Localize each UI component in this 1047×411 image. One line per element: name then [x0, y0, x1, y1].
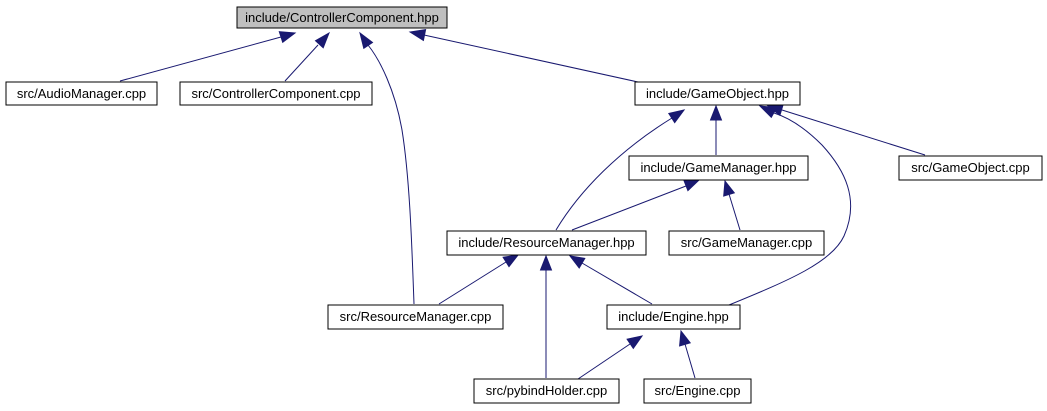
dependency-edges — [119, 28, 926, 380]
edge-gameobject-hpp-to-controller-hpp — [408, 28, 639, 83]
edge-resourcemanager-hpp-to-gameobject-hpp — [555, 109, 686, 231]
node-gameobject-hpp[interactable]: include/GameObject.hpp — [634, 81, 801, 106]
edge-audio-cpp-to-controller-hpp — [119, 31, 297, 82]
node-label: src/Engine.cpp — [655, 383, 741, 398]
node-resourcemanager-cpp[interactable]: src/ResourceManager.cpp — [327, 304, 504, 330]
node-label: include/ResourceManager.hpp — [458, 235, 634, 250]
edge-engine-hpp-to-gameobject-hpp — [728, 105, 852, 306]
node-label: include/ControllerComponent.hpp — [245, 10, 439, 25]
node-label: src/GameManager.cpp — [681, 235, 813, 250]
edge-resourcemanager-cpp-to-resourcemanager-hpp — [438, 254, 520, 305]
edge-controller-cpp-to-controller-hpp — [284, 31, 330, 82]
node-label: include/GameObject.hpp — [646, 86, 789, 101]
node-controller-component-hpp[interactable]: include/ControllerComponent.hpp — [236, 6, 448, 29]
edge-pybind-cpp-to-resourcemanager-hpp — [539, 254, 553, 378]
node-label: src/AudioManager.cpp — [17, 86, 146, 101]
node-gamemanager-cpp[interactable]: src/GameManager.cpp — [668, 230, 825, 256]
dependency-nodes: include/ControllerComponent.hpp src/Audi… — [5, 6, 1043, 404]
node-label: src/ResourceManager.cpp — [340, 309, 492, 324]
node-gamemanager-hpp[interactable]: include/GameManager.hpp — [628, 155, 809, 181]
node-label: include/GameManager.hpp — [640, 160, 796, 175]
node-label: src/pybindHolder.cpp — [486, 383, 607, 398]
node-gameobject-cpp[interactable]: src/GameObject.cpp — [898, 155, 1043, 181]
edge-pybind-cpp-to-engine-hpp — [577, 335, 644, 380]
node-controller-component-cpp[interactable]: src/ControllerComponent.cpp — [179, 81, 373, 106]
node-label: include/Engine.hpp — [618, 309, 729, 324]
node-engine-cpp[interactable]: src/Engine.cpp — [643, 378, 752, 404]
edge-gamemanager-hpp-to-gameobject-hpp — [709, 104, 723, 155]
edge-gameobject-cpp-to-gameobject-hpp — [766, 104, 926, 156]
edge-engine-cpp-to-engine-hpp — [679, 329, 696, 379]
edge-resourcemanager-hpp-to-gamemanager-hpp — [571, 179, 701, 231]
node-label: src/GameObject.cpp — [911, 160, 1030, 175]
node-pybindholder-cpp[interactable]: src/pybindHolder.cpp — [473, 378, 620, 404]
node-engine-hpp[interactable]: include/Engine.hpp — [606, 304, 741, 330]
edge-engine-hpp-to-resourcemanager-hpp — [568, 255, 653, 305]
edge-gamemanager-cpp-to-gamemanager-hpp — [723, 179, 741, 231]
node-label: src/ControllerComponent.cpp — [191, 86, 360, 101]
node-audio-manager-cpp[interactable]: src/AudioManager.cpp — [5, 81, 158, 106]
node-resourcemanager-hpp[interactable]: include/ResourceManager.hpp — [446, 230, 647, 256]
edge-resourcemanager-cpp-to-controller-hpp — [359, 31, 415, 305]
